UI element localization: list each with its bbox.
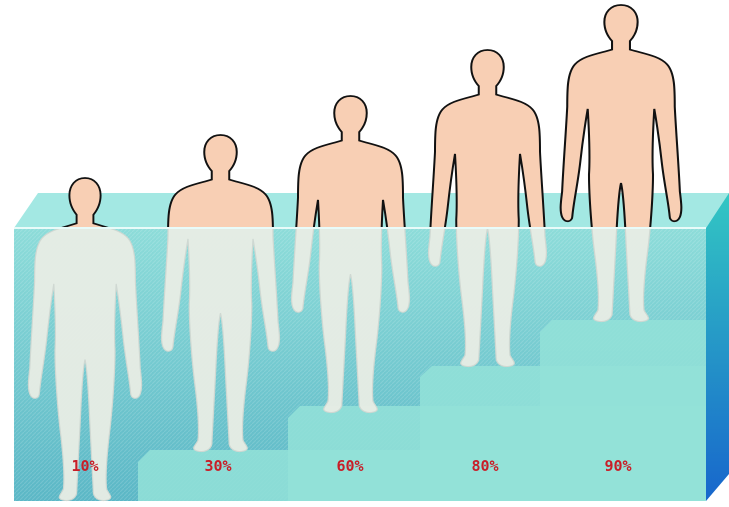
- label-figure-3: 60%: [336, 457, 363, 475]
- label-figure-4: 80%: [471, 457, 498, 475]
- label-figure-2: 30%: [204, 457, 231, 475]
- label-figure-1: 10%: [71, 457, 98, 475]
- label-figure-5: 90%: [604, 457, 631, 475]
- water-side-face: [706, 193, 729, 501]
